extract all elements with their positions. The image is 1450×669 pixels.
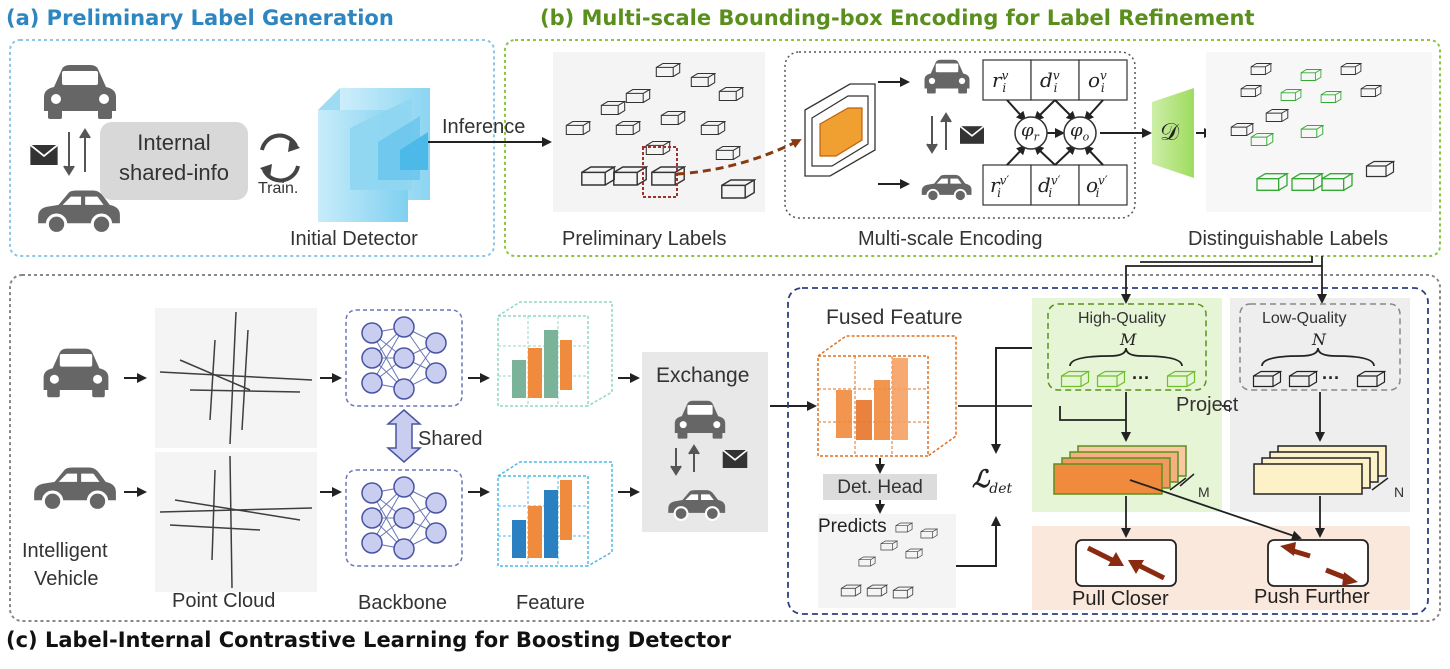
intelligent-vehicle-line1: Intelligent bbox=[22, 540, 108, 562]
distinguishable-labels-image bbox=[1206, 52, 1432, 212]
pull-closer-box bbox=[1075, 539, 1177, 587]
pull-closer-label: Pull Closer bbox=[1072, 588, 1169, 610]
cell-o-top: ovi bbox=[1088, 68, 1107, 95]
cell-r-top: rvi bbox=[992, 68, 1009, 95]
zoom-arrow bbox=[676, 138, 802, 176]
push-arrows-icon bbox=[1280, 542, 1358, 586]
low-quality-count: N bbox=[1312, 330, 1326, 349]
preliminary-labels-image bbox=[553, 52, 765, 212]
top-encoding-cells bbox=[982, 59, 1128, 206]
cell-d-bottom: dv′i bbox=[1038, 173, 1061, 200]
decoder-block bbox=[1152, 88, 1194, 178]
lq-box bbox=[1239, 303, 1401, 391]
phi-r-node bbox=[1014, 116, 1048, 150]
cell-o-bottom: ov′i bbox=[1086, 173, 1108, 200]
neural-net-icon bbox=[361, 476, 447, 560]
lq-feature-stack bbox=[1253, 445, 1387, 495]
decoder-label: 𝒟 bbox=[1160, 118, 1180, 146]
high-quality-label: High-Quality bbox=[1078, 310, 1167, 327]
multi-scale-encoding-caption: Multi-scale Encoding bbox=[858, 228, 1043, 250]
predicts-image bbox=[818, 514, 956, 608]
cell-d-top: dvi bbox=[1040, 68, 1060, 95]
car-front-icon bbox=[924, 59, 970, 94]
section-a-title: (a) Preliminary Label Generation bbox=[6, 6, 394, 30]
fused-feature-label: Fused Feature bbox=[826, 306, 963, 329]
det-head-box bbox=[823, 474, 937, 500]
feature-top-cube bbox=[497, 301, 613, 407]
backbone-bottom-box bbox=[345, 469, 463, 567]
shared-info-line1: Internal bbox=[137, 130, 211, 155]
stack-n-label: N bbox=[1394, 484, 1405, 500]
shared-info-line2: shared-info bbox=[118, 160, 230, 185]
panel-b-border bbox=[504, 39, 1441, 257]
exchange-arrows-icon bbox=[63, 128, 91, 176]
shared-double-arrow bbox=[386, 409, 422, 463]
mail-icon bbox=[30, 145, 58, 165]
exchange-label: Exchange bbox=[656, 364, 750, 387]
pull-arrows-icon bbox=[1086, 545, 1166, 581]
backbone-top-box bbox=[345, 309, 463, 407]
panel-a-border bbox=[9, 39, 495, 257]
mail-icon bbox=[722, 450, 748, 468]
feature-label: Feature bbox=[516, 592, 585, 614]
fused-feature-cube bbox=[817, 335, 957, 457]
car-front-icon bbox=[44, 65, 116, 119]
point-cloud-top bbox=[155, 308, 317, 448]
low-quality-label: Low-Quality bbox=[1262, 310, 1347, 327]
neural-net-icon bbox=[361, 316, 447, 400]
section-b-title: (b) Multi-scale Bounding-box Encoding fo… bbox=[540, 6, 1255, 30]
point-cloud-bottom bbox=[155, 452, 317, 592]
initial-detector-icon bbox=[318, 88, 430, 222]
panel-c-border bbox=[9, 274, 1441, 622]
det-head-label: Det. Head bbox=[837, 477, 923, 498]
stack-m-label: M bbox=[1198, 484, 1210, 500]
encoding-box bbox=[784, 51, 1136, 219]
car-side-icon bbox=[32, 465, 118, 513]
push-further-label: Push Further bbox=[1254, 586, 1370, 608]
inference-label: Inference bbox=[442, 116, 526, 138]
car-front-icon bbox=[43, 348, 109, 398]
section-c-title: (c) Label-Internal Contrastive Learning … bbox=[6, 628, 732, 652]
point-cloud-label: Point Cloud bbox=[172, 590, 276, 612]
predicts-label: Predicts bbox=[818, 516, 887, 537]
mail-icon bbox=[960, 126, 984, 144]
backbone-label: Backbone bbox=[358, 592, 447, 614]
distinguishable-labels-caption: Distinguishable Labels bbox=[1188, 228, 1389, 250]
train-label: Train. bbox=[258, 180, 299, 197]
phi-o-label: φo bbox=[1070, 120, 1090, 144]
hq-ellipsis: ··· bbox=[1132, 368, 1150, 388]
cell-r-bottom: rv′i bbox=[990, 173, 1010, 200]
lq-ellipsis: ··· bbox=[1322, 368, 1340, 388]
hq-feature-stack bbox=[1053, 445, 1187, 495]
high-quality-count: M bbox=[1120, 330, 1137, 349]
intelligent-vehicle-line2: Vehicle bbox=[34, 568, 99, 590]
feature-bottom-cube bbox=[497, 461, 613, 567]
hq-box bbox=[1047, 303, 1207, 391]
shared-label: Shared bbox=[418, 428, 483, 450]
phi-r-label: φr bbox=[1021, 120, 1039, 144]
car-side-icon bbox=[920, 173, 973, 203]
fused-region-border bbox=[787, 287, 1429, 615]
preliminary-labels-caption: Preliminary Labels bbox=[562, 228, 727, 250]
shared-info-box bbox=[100, 122, 248, 200]
phi-o-node bbox=[1063, 116, 1097, 150]
loss-det-label: ℒdet bbox=[972, 464, 1013, 497]
initial-detector-label: Initial Detector bbox=[290, 228, 418, 250]
project-label: Project bbox=[1176, 394, 1239, 416]
nested-bbox-icon bbox=[804, 83, 876, 177]
